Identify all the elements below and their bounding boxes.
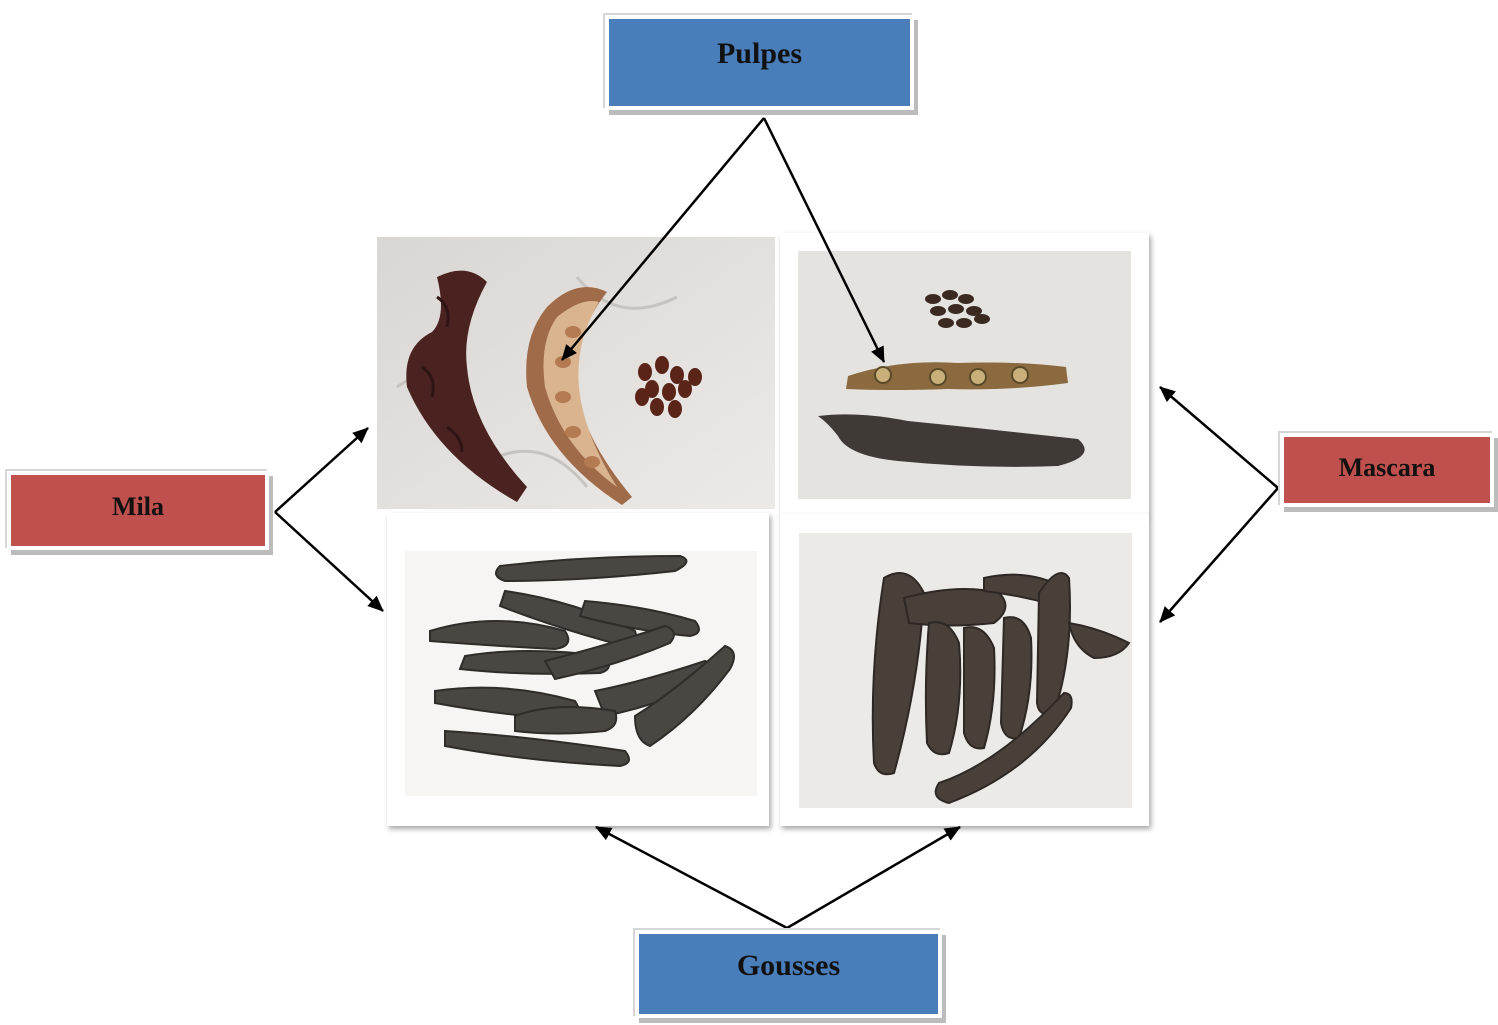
mila-label: Mila — [112, 492, 164, 522]
arrow-mascara-to-top-photo — [1160, 387, 1278, 488]
mascara-label-box: Mascara — [1280, 433, 1494, 507]
arrow-gousses-to-mascara-pods — [787, 827, 960, 928]
gousses-label-box: Gousses — [635, 930, 942, 1018]
mila-label-box: Mila — [7, 471, 269, 550]
arrow-pulpes-to-mascara-pulp — [764, 118, 884, 362]
pulpes-label: Pulpes — [717, 37, 802, 71]
arrow-pulpes-to-mila-pulp — [562, 118, 764, 360]
arrow-gousses-to-mila-pods — [596, 827, 787, 928]
arrow-mascara-to-bottom-photo — [1160, 488, 1278, 622]
mascara-label: Mascara — [1339, 453, 1436, 483]
gousses-label: Gousses — [737, 949, 840, 983]
pulpes-label-box: Pulpes — [605, 15, 914, 110]
arrow-mila-to-top-photo — [275, 428, 368, 512]
arrow-mila-to-bottom-photo — [275, 512, 383, 611]
